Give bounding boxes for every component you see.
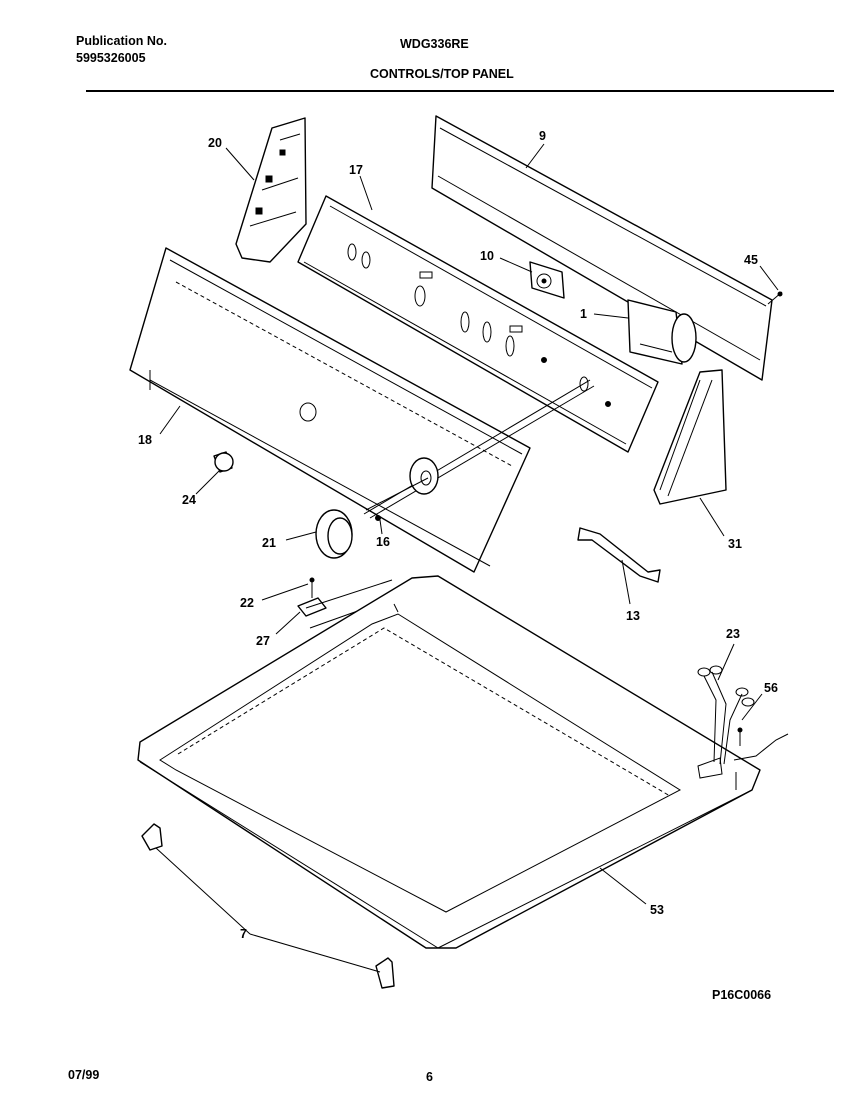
publication-number: 5995326005 — [76, 51, 146, 65]
publication-label: Publication No. — [76, 34, 167, 48]
callout-17: 17 — [349, 163, 363, 177]
bracket-part — [235, 117, 307, 263]
clip-part — [297, 577, 395, 629]
callout-24: 24 — [182, 493, 196, 507]
callout-18: 18 — [138, 433, 152, 447]
callout-27: 27 — [256, 634, 270, 648]
footer-date: 07/99 — [68, 1068, 100, 1082]
knob-part — [315, 509, 353, 559]
screw-part — [767, 291, 783, 305]
callout-22: 22 — [240, 596, 254, 610]
timer-part — [627, 299, 697, 365]
end-cap-part — [653, 369, 727, 505]
section-title: CONTROLS/TOP PANEL — [370, 67, 514, 81]
wire-harness-part — [697, 665, 789, 779]
shaft-collar-part — [365, 457, 439, 521]
callout-53: 53 — [650, 903, 664, 917]
switch-part — [529, 261, 565, 299]
header-rule — [86, 90, 834, 92]
callout-7: 7 — [240, 927, 247, 941]
leader-lines — [155, 143, 779, 973]
callout-21: 21 — [262, 536, 276, 550]
callout-9: 9 — [539, 129, 546, 143]
callout-23: 23 — [726, 627, 740, 641]
control-console-part — [297, 195, 659, 453]
page-number: 6 — [426, 1070, 433, 1084]
callout-16: 16 — [376, 535, 390, 549]
drawing-code: P16C0066 — [712, 988, 772, 1002]
actuator-part — [577, 527, 661, 583]
model-number: WDG336RE — [400, 37, 469, 51]
callout-10: 10 — [480, 249, 494, 263]
button-part — [213, 402, 317, 473]
callout-13: 13 — [626, 609, 640, 623]
callout-56: 56 — [764, 681, 778, 695]
foot-part — [141, 823, 395, 989]
callout-31: 31 — [728, 537, 742, 551]
callout-20: 20 — [208, 136, 222, 150]
top-panel-part — [137, 575, 761, 949]
callout-45: 45 — [744, 253, 758, 267]
callout-1: 1 — [580, 307, 587, 321]
